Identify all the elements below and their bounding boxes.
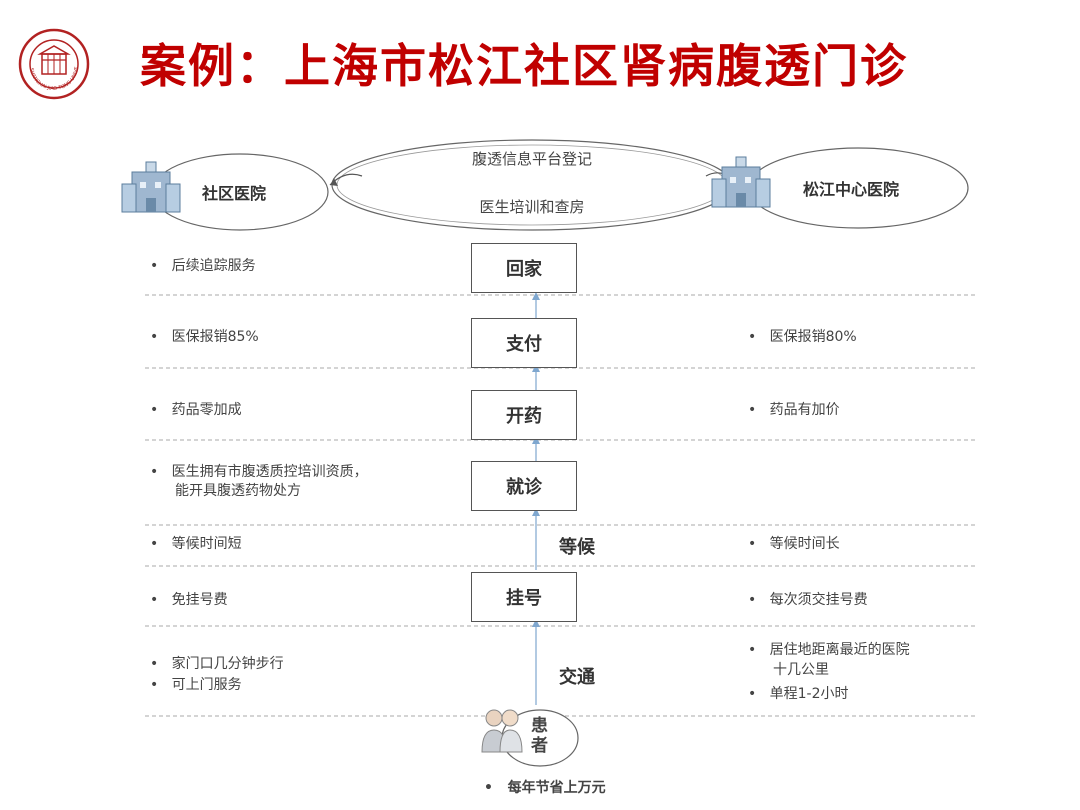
left-register: • 免挂号费: [150, 592, 228, 608]
right-drug: • 药品有加价: [748, 402, 840, 418]
page-title: 案例：上海市松江社区肾病腹透门诊: [140, 39, 908, 93]
left-pay: • 医保报销85%: [150, 329, 259, 345]
left-drug: • 药品零加成: [150, 402, 242, 418]
right-pay: • 医保报销80%: [748, 329, 857, 345]
left-building-icon: [121, 161, 181, 213]
patient-label-2: 者: [531, 736, 548, 756]
step-drug: 开药: [471, 390, 577, 440]
patient-icon: [481, 709, 523, 753]
step-visit: 就诊: [471, 461, 577, 511]
step-transport: 交通: [559, 667, 595, 688]
right-transport-1: • 居住地距离最近的医院: [748, 642, 910, 658]
left-transport-1: • 家门口几分钟步行: [150, 656, 284, 672]
university-logo: SHANGHAI JIAO TONG UNIVERSITY: [18, 28, 90, 100]
right-register: • 每次须交挂号费: [748, 592, 868, 608]
left-wait: • 等候时间短: [150, 536, 242, 552]
left-home: • 后续追踪服务: [150, 258, 256, 274]
flow-arrowheads: [532, 292, 540, 627]
right-building-icon: [711, 156, 771, 208]
left-transport-2: • 可上门服务: [150, 677, 242, 693]
step-wait: 等候: [559, 537, 595, 558]
right-transport-1b: 十几公里: [773, 662, 829, 678]
platform-line-1: 腹透信息平台登记: [471, 150, 592, 168]
left-hospital-label: 社区医院: [202, 184, 267, 203]
right-transport-2: • 单程1-2小时: [748, 686, 849, 702]
patient-label-1: 患: [531, 716, 548, 736]
step-register: 挂号: [471, 572, 577, 622]
step-home: 回家: [471, 243, 577, 293]
right-hospital-label: 松江中心医院: [803, 180, 900, 199]
footer-note: • 每年节省上万元: [484, 780, 606, 796]
step-pay: 支付: [471, 318, 577, 368]
right-wait: • 等候时间长: [748, 536, 840, 552]
platform-line-2: 医生培训和查房: [479, 198, 585, 216]
left-visit: • 医生拥有市腹透质控培训资质，: [150, 464, 368, 480]
left-visit-2: 能开具腹透药物处方: [175, 483, 301, 499]
